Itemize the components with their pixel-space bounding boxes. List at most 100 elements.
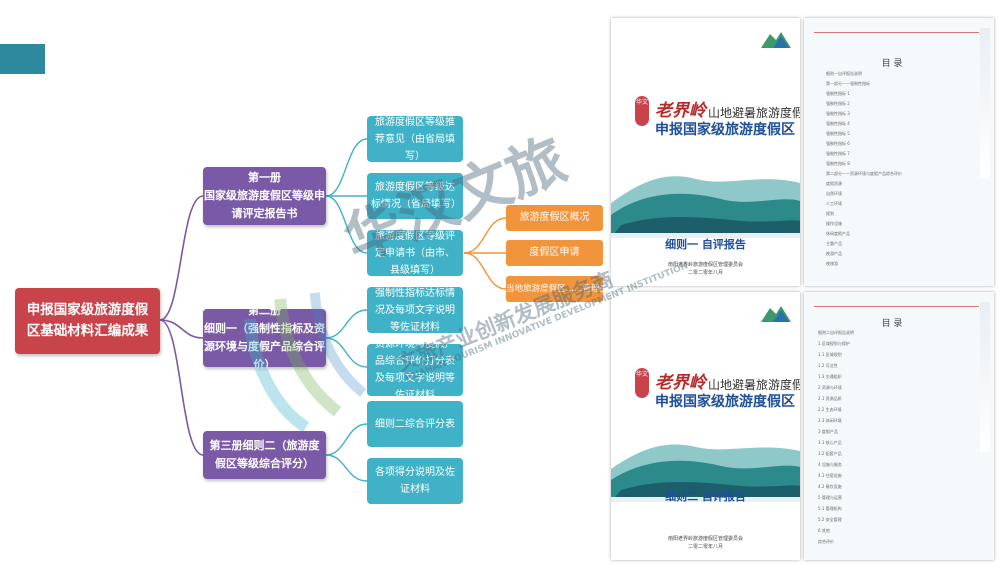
connector-root-vol3 [159,319,204,456]
volume-1-title: 第一册 [248,171,281,184]
cover-1-title-line1: 山地避暑旅游度假区 [708,106,800,120]
toc-row-label: 3.1 核心产品 [818,440,842,445]
toc-row: 强制性指标 6 [826,141,966,151]
toc-row: 4.1 住宿设施 [818,473,968,484]
connector-leaf3-sub1 [463,217,507,254]
cover-1-date: 二零二零年八月 [687,270,723,276]
toc-row-label: 3.2 配套产品 [818,451,842,456]
toc-row: 5.1 管理机构 [818,506,968,517]
toc-row-label: 强制性指标 4 [826,121,850,126]
toc-row-label: 5.1 管理机构 [818,506,842,511]
toc-row: 1.2 可达性 [818,363,968,374]
toc-row: 4 设施与服务 [818,462,968,473]
toc-row-label: 1.2 可达性 [818,363,838,368]
cover-2-brand-line: 老界岭 山地避暑旅游度假区 [655,368,800,393]
cover-2-date: 二零二零年八月 [687,544,723,550]
document-1-cover: 华文 老界岭 山地避暑旅游度假区 申报国家级旅游度假区 细则一 自评报告 南阳老… [611,18,800,286]
connector-root-vol1 [159,195,204,321]
cover-1-badge: 华文 [635,96,649,126]
toc-row: 3.2 配套产品 [818,451,968,462]
toc-row-label: 度假资源 [826,181,842,186]
toc-row: 规划 [826,211,966,221]
volume-2-node: 第二册 细则一（强制性指标及资源环境与度假产品综合评价） [203,304,326,371]
leaf-node-application: 旅游度假区等级评定申请书（由市、县级填写） [367,230,463,276]
watermark-emblem-icon [243,292,367,433]
connector-leaf3-sub3 [463,252,507,290]
connector-vol2-leaf4 [325,309,368,339]
toc-row-label: 夜游产品 [826,251,842,256]
toc-row-label: 3 度假产品 [818,429,838,434]
toc-row-label: 5 管理与运营 [818,495,842,500]
toc-row: 强制性指标 8 [826,161,966,171]
toc-row: 强制性指标 1 [826,91,966,101]
toc-row: 细则二自评报告说明 [818,330,968,341]
toc-row: 度假资源 [826,181,966,191]
toc-row: 主题产品 [826,241,966,251]
sub-node-overview: 旅游度假区概况 [506,205,603,231]
toc-row: 夜游产品 [826,251,966,261]
sub-node-committee-seal: 当地旅游度假区……管理委员会（签章） [506,276,603,302]
toc-row: 夜旅游 [826,261,966,271]
toc-row-label: 4.2 餐饮设施 [818,484,842,489]
toc-row-label: 细则一自评报告说明 [826,71,862,76]
toc-row-label: 2.2 生态环境 [818,407,842,412]
leaf-node-score-explanation: 各项得分说明及佐证材料 [367,458,463,504]
toc-row: 5.2 安全管理 [818,517,968,528]
toc-row-label: 强制性指标 7 [826,151,850,156]
cover-1-landscape-image [611,176,800,238]
toc-row-label: 强制性指标 2 [826,101,850,106]
toc-row: 5 管理与运营 [818,495,968,506]
toc-row-label: 强制性指标 3 [826,111,850,116]
toc-row-label: 规划 [826,211,834,216]
leaf-node-recommendation: 旅游度假区等级推荐意见（由省局填写） [367,116,463,162]
cover-2-badge: 华文 [635,368,649,398]
connector-vol3-leaf7 [325,454,368,482]
toc-row-label: 休闲度假产品 [826,231,850,236]
toc-row: 综合评价 [818,539,968,550]
toc-row-label: 6 其他 [818,528,830,533]
toc-row: 1.1 区域规划 [818,352,968,363]
toc-row: 2 资源与环境 [818,385,968,396]
leaf-node-resource-evaluation: 资源环境与度假产品综合评价打分表及每项文字说明等佐证材料 [367,339,463,401]
cover-2-subtitle: 细则二 自评报告 [665,490,746,503]
toc-row-label: 强制性指标 8 [826,161,850,166]
toc-row: 休闲度假产品 [826,231,966,241]
toc-row-label: 2 资源与环境 [818,385,842,390]
connector-vol2-leaf5 [325,337,368,368]
cover-2-title-line1: 山地避暑旅游度假区 [708,378,800,392]
toc-row: 4.2 餐饮设施 [818,484,968,495]
toc-row-label: 人工环境 [826,201,842,206]
toc-row-label: 操作设施 [826,221,842,226]
toc-row: 强制性指标 2 [826,101,966,111]
toc-row: 3 度假产品 [818,429,968,440]
toc-row-label: 1.1 区域规划 [818,352,842,357]
toc-row-label: 2.1 资源品质 [818,396,842,401]
toc-row: 第二部分——资源环境与度假产品综合评价 [826,171,966,181]
connector-vol1-leaf1 [325,138,368,197]
toc-2-side-banner [980,302,990,452]
root-connectors [159,195,204,456]
toc-row: 1 区域规划与保护 [818,341,968,352]
toc-row-label: 主题产品 [826,241,842,246]
toc-row-label: 4.1 住宿设施 [818,473,842,478]
volume-2-title: 第二册 [248,304,281,317]
toc-row: 操作设施 [826,221,966,231]
cover-1-logo-icon [761,32,791,48]
leaf-node-score-table: 细则二综合评分表 [367,401,463,447]
cover-2-landscape-image [611,444,800,502]
toc-2-header-rule [814,306,979,307]
toc-row-label: 综合评价 [818,539,834,544]
cover-2-org: 南阳老界岭旅游度假区管理委员会 [667,536,743,542]
toc-1-side-banner [980,28,990,178]
toc-row: 强制性指标 7 [826,151,966,161]
leaf-node-compliance: 旅游度假区等级达标情况（省局填写） [367,173,463,219]
toc-row-label: 夜旅游 [826,261,838,266]
toc-row-label: 强制性指标 6 [826,141,850,146]
connector-vol1-leaf3 [325,195,368,254]
connector-root-vol2 [159,319,204,339]
cover-2-brand: 老界岭 [655,373,706,393]
toc-row: 2.3 休闲环境 [818,418,968,429]
